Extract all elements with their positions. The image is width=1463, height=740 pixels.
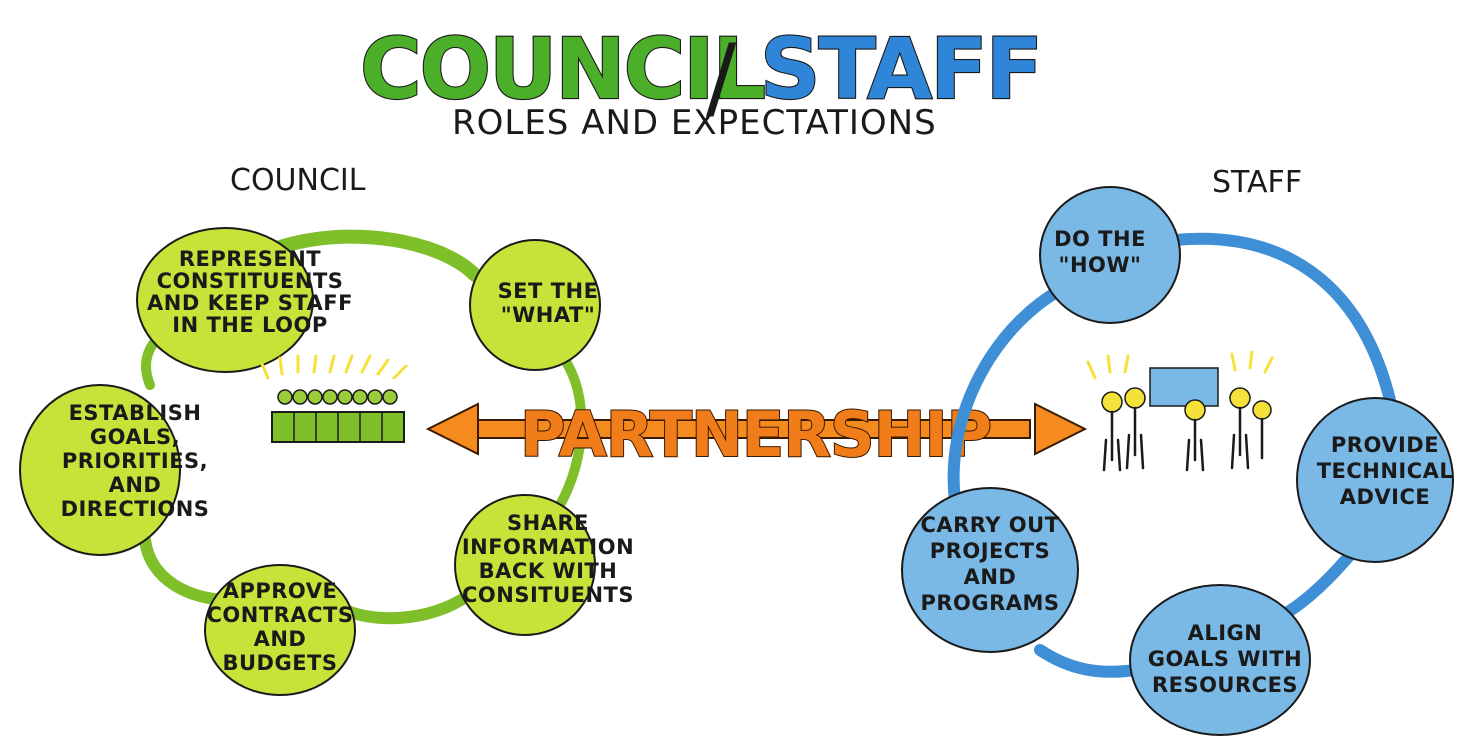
council-ring xyxy=(19,227,601,696)
council-node-line: AND xyxy=(254,627,307,651)
partnership-arrow: PARTNERSHIP xyxy=(425,397,1088,472)
council-node-line: SET THE xyxy=(498,279,599,303)
council-node-bubble xyxy=(136,227,314,373)
title-staff: STAFF xyxy=(760,20,1041,118)
staff-node-line: PROJECTS xyxy=(930,539,1050,563)
council-node-line: IN THE LOOP xyxy=(172,313,327,337)
staff-label: STAFF xyxy=(1212,165,1302,200)
staff-node-line: DO THE xyxy=(1054,227,1146,251)
council-connector xyxy=(339,584,481,625)
title-separator: / xyxy=(706,25,737,130)
council-node-line: AND xyxy=(109,473,162,497)
council-node-line: GOALS, xyxy=(90,425,180,449)
staff-node-bubble xyxy=(1039,186,1181,324)
staff-node-line: ADVICE xyxy=(1340,485,1431,509)
staff-connector xyxy=(1034,644,1141,678)
staff-node-line: RESOURCES xyxy=(1152,673,1298,697)
staff-node-line: PROVIDE xyxy=(1331,433,1439,457)
council-connector xyxy=(139,534,236,606)
staff-node-line: TECHNICAL xyxy=(1317,459,1454,483)
staff-node-line: PROGRAMS xyxy=(920,591,1059,615)
council-node-bubble xyxy=(204,564,356,696)
staff-ring xyxy=(901,186,1454,736)
partnership-label: PARTNERSHIP xyxy=(520,398,991,471)
council-node-line: BACK WITH xyxy=(479,559,618,583)
title-council: COUNCIL xyxy=(360,20,764,118)
council-node-line: PRIORITIES, xyxy=(62,449,208,473)
staff-node-line: ALIGN xyxy=(1188,621,1263,645)
council-node-line: INFORMATION xyxy=(462,535,634,559)
staff-node-line: "HOW" xyxy=(1059,253,1142,277)
council-node-bubble xyxy=(469,239,601,371)
council-node-line: "WHAT" xyxy=(501,303,596,327)
staff-node-line: CARRY OUT xyxy=(920,513,1059,537)
staff-node-bubble xyxy=(901,487,1079,653)
staff-node-line: AND xyxy=(964,565,1017,589)
arrow-right-head-icon xyxy=(1034,402,1088,456)
council-node-line: SHARE xyxy=(507,511,589,535)
council-node-line: CONSITUENTS xyxy=(462,583,634,607)
council-node-text: SET THE"WHAT" xyxy=(498,279,599,327)
council-label: COUNCIL xyxy=(230,163,366,198)
council-node-line: BUDGETS xyxy=(222,651,337,675)
council-node-bubble xyxy=(19,384,181,556)
council-node-line: APPROVE xyxy=(223,579,338,603)
council-bench-icon xyxy=(260,354,408,443)
staff-node-line: GOALS WITH xyxy=(1148,647,1302,671)
council-node-line: REPRESENT xyxy=(179,247,321,271)
staff-connector xyxy=(947,284,1066,506)
council-node-line: DIRECTIONS xyxy=(61,497,210,521)
council-node-line: CONSTITUENTS xyxy=(157,269,344,293)
subtitle: ROLES AND EXPECTATIONS xyxy=(452,103,937,143)
arrow-left-head-icon xyxy=(425,402,479,456)
title-group: COUNCIL / STAFF ROLES AND EXPECTATIONS xyxy=(359,19,1044,143)
council-node-line: AND KEEP STAFF xyxy=(147,291,353,315)
staff-node-bubble xyxy=(1129,584,1311,736)
council-node-bubble xyxy=(454,494,596,636)
staff-connector xyxy=(1169,232,1396,406)
staff-node-text: DO THE"HOW" xyxy=(1054,227,1146,277)
staff-node-bubble xyxy=(1296,397,1454,563)
council-node-line: ESTABLISH xyxy=(69,401,202,425)
council-node-line: CONTRACTS xyxy=(207,603,354,627)
staff-people-icon xyxy=(1086,350,1274,472)
